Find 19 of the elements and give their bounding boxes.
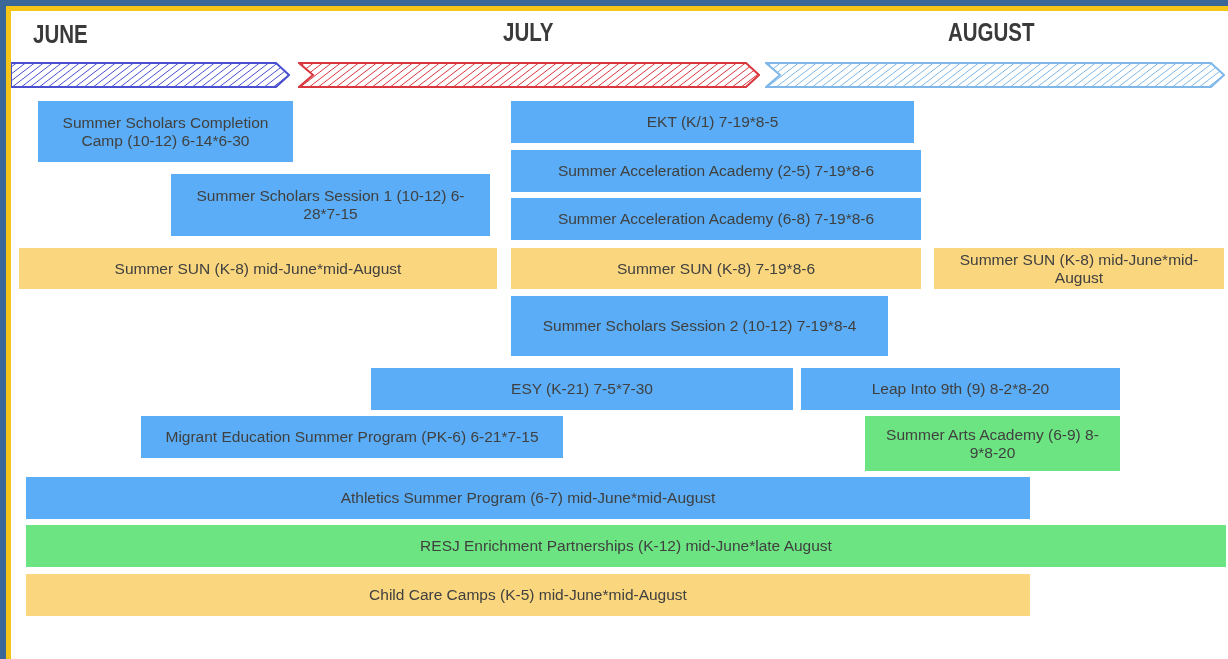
program-bar: Athletics Summer Program (6-7) mid-June*mid-August <box>26 477 1030 519</box>
program-bar: Leap Into 9th (9) 8-2*8-20 <box>801 368 1120 410</box>
program-bar: Summer Acceleration Academy (6-8) 7-19*8-6 <box>511 198 921 240</box>
program-bar: Summer Scholars Session 2 (10-12) 7-19*8-4 <box>511 296 888 356</box>
month-label: JUNE <box>33 20 88 49</box>
program-bar: Summer Arts Academy (6-9) 8-9*8-20 <box>865 416 1120 471</box>
month-label: JULY <box>503 18 554 47</box>
program-bar: Summer Acceleration Academy (2-5) 7-19*8-6 <box>511 150 921 192</box>
program-bar: Migrant Education Summer Program (PK-6) 6-21*7-15 <box>141 416 563 458</box>
program-bar: Summer Scholars Completion Camp (10-12) 6-14*6-30 <box>38 101 293 162</box>
month-label: AUGUST <box>948 18 1035 47</box>
program-bar: EKT (K/1) 7-19*8-5 <box>511 101 914 143</box>
program-bar: Summer SUN (K-8) 7-19*8-6 <box>511 248 921 289</box>
program-bar: Summer Scholars Session 1 (10-12) 6-28*7-15 <box>171 174 490 236</box>
program-bar: Summer SUN (K-8) mid-June*mid-August <box>934 248 1224 289</box>
program-bar: RESJ Enrichment Partnerships (K-12) mid-June*late August <box>26 525 1226 567</box>
program-bar: ESY (K-21) 7-5*7-30 <box>371 368 793 410</box>
program-bar: Child Care Camps (K-5) mid-June*mid-August <box>26 574 1030 616</box>
program-bar: Summer SUN (K-8) mid-June*mid-August <box>19 248 497 289</box>
